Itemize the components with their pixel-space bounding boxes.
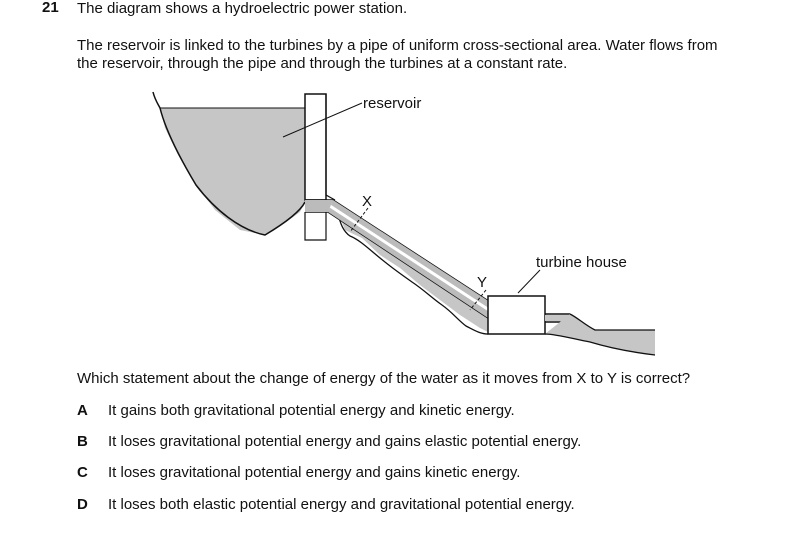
point-x-label: X [362,193,372,210]
point-y-label: Y [477,274,487,291]
turbine-house-label: turbine house [536,254,627,271]
river-water [545,314,655,355]
outlet-pipe-fill [545,315,570,321]
option-c-text[interactable]: It loses gravitational potential energy … [108,464,521,481]
river-bank [569,313,655,331]
option-c-letter[interactable]: C [77,464,88,481]
hillside-outline [152,91,306,236]
turbine-house [487,295,546,335]
dam-wall [304,93,327,201]
reservoir-water [160,108,305,235]
pipe-core [329,204,490,312]
point-y-marker [469,289,487,311]
ground-outline [337,211,489,335]
dam-lower-face [304,212,327,241]
river-bed [544,333,656,356]
reservoir-label: reservoir [363,95,421,112]
pipe-entry-fill [305,200,333,212]
point-x-marker [349,207,369,233]
reservoir-leader [282,102,363,138]
option-b-text[interactable]: It loses gravitational potential energy … [108,433,582,450]
option-a-text[interactable]: It gains both gravitational potential en… [108,402,515,419]
question-context-line-1: The reservoir is linked to the turbines … [77,37,718,54]
question-context-line-2: the reservoir, through the pipe and thro… [77,55,568,72]
question-prompt: Which statement about the change of ener… [77,370,691,387]
question-number: 21 [42,0,59,16]
option-d-text[interactable]: It loses both elastic potential energy a… [108,496,575,513]
option-a-letter[interactable]: A [77,402,88,419]
turbine-house-leader [517,269,541,294]
option-d-letter[interactable]: D [77,496,88,513]
option-b-letter[interactable]: B [77,433,88,450]
question-intro: The diagram shows a hydroelectric power … [77,0,408,17]
dam-inner [325,94,336,201]
